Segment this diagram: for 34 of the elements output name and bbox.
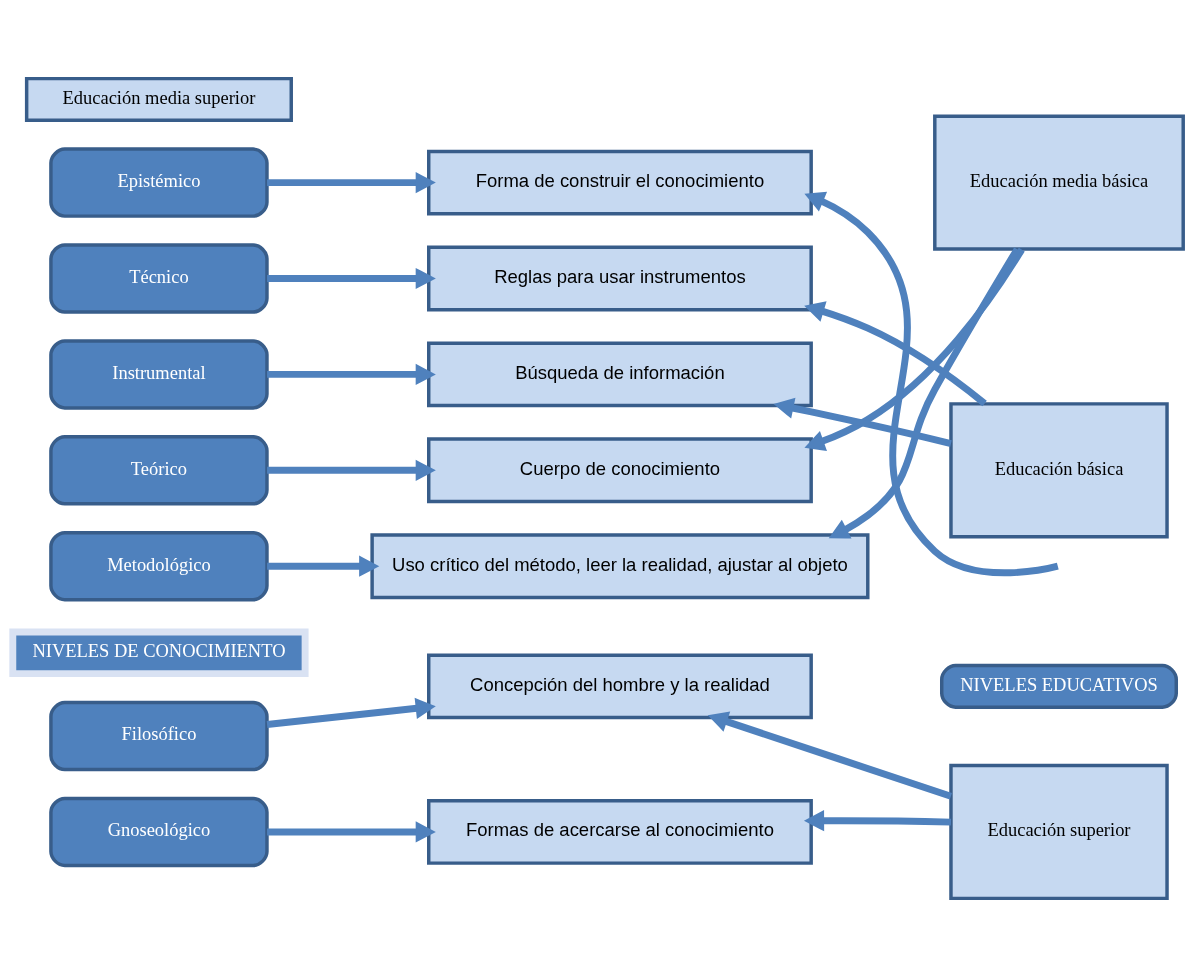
node-box: Educación básica bbox=[949, 401, 1169, 538]
node-box: NIVELES DE CONOCIMIENTO bbox=[9, 628, 309, 677]
arrow bbox=[804, 191, 1059, 576]
node-box: Forma de construir el conocimiento bbox=[427, 149, 813, 216]
node-box: Gnoseológico bbox=[49, 796, 269, 867]
node-box: Teórico bbox=[49, 434, 269, 506]
node-box: NIVELES EDUCATIVOS bbox=[940, 663, 1178, 709]
arrow bbox=[773, 397, 952, 447]
node-box: Epistémico bbox=[49, 146, 269, 218]
arrow bbox=[267, 459, 436, 481]
node-box: Búsqueda de información bbox=[427, 340, 813, 407]
node-box: Instrumental bbox=[49, 338, 269, 410]
arrow bbox=[267, 555, 380, 577]
node-box: Técnico bbox=[49, 242, 269, 314]
node-box: Filosófico bbox=[49, 700, 269, 771]
arrow bbox=[803, 809, 952, 831]
node-box: Concepción del hombre y la realidad bbox=[427, 652, 813, 719]
node-box: Cuerpo de conocimiento bbox=[427, 436, 813, 503]
node-box: Educación media superior bbox=[24, 76, 293, 122]
node-box: Educación superior bbox=[949, 763, 1169, 900]
node-box: Reglas para usar instrumentos bbox=[427, 245, 813, 311]
node-box: Uso crítico del método, leer la realidad, ajustar al objeto bbox=[370, 532, 870, 599]
arrow bbox=[707, 711, 952, 800]
arrow bbox=[267, 820, 436, 843]
arrow bbox=[804, 247, 1025, 451]
arrow bbox=[267, 267, 436, 289]
node-box: Metodológico bbox=[49, 530, 269, 601]
arrow bbox=[267, 171, 436, 193]
arrow bbox=[266, 697, 436, 728]
node-box: Formas de acercarse al conocimiento bbox=[427, 798, 813, 865]
node-box: Educación media básica bbox=[933, 113, 1185, 251]
arrow bbox=[828, 246, 1021, 539]
arrow bbox=[804, 300, 987, 406]
arrow bbox=[267, 363, 436, 385]
